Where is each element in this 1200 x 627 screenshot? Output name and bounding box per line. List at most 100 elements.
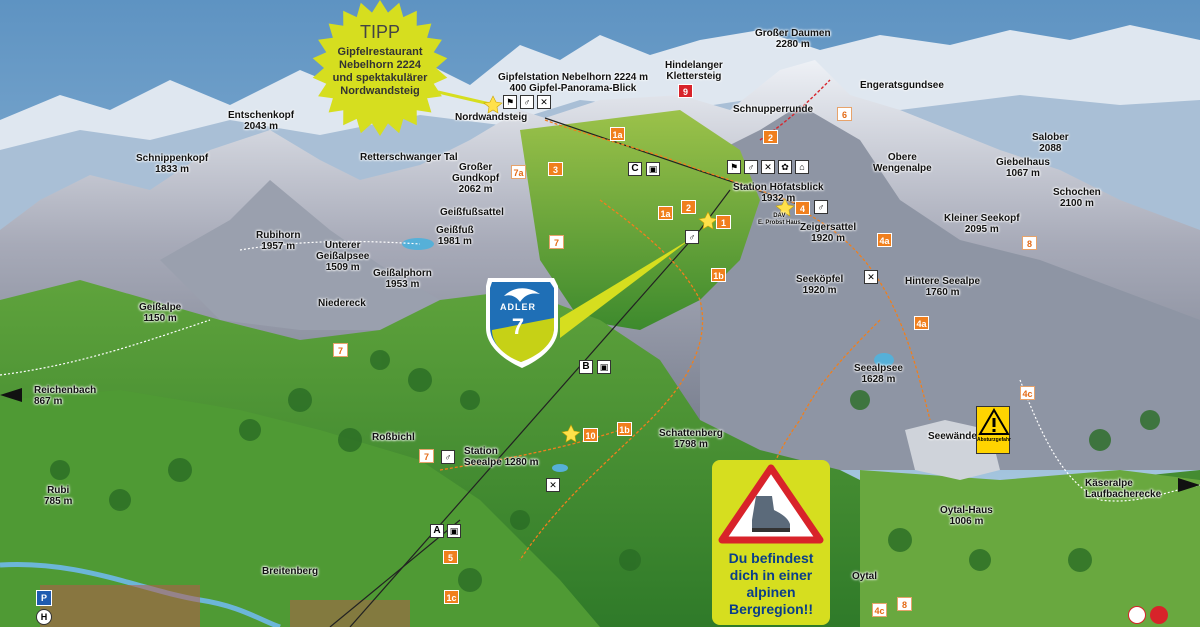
station-b-marker[interactable]: B [579, 360, 593, 374]
place-elevation: 1760 m [925, 287, 960, 298]
station-c-marker[interactable]: C [628, 162, 642, 176]
place-name: Schnupperrunde [733, 104, 814, 115]
label-rossbichl: Roßbichl [372, 432, 415, 443]
station-a-marker[interactable]: A [430, 524, 444, 538]
place-elevation: 2088 [1039, 143, 1062, 154]
trail-marker[interactable]: 1b [617, 422, 632, 436]
trail-marker[interactable]: 4a [914, 316, 929, 330]
trail-marker[interactable]: 7 [419, 449, 434, 463]
place-elevation: 2100 m [1059, 198, 1094, 209]
restaurant-icon: ✕ [864, 270, 878, 284]
label-retterschwanger: Retterschwanger Tal [360, 152, 458, 163]
place-elevation: 867 m [34, 396, 63, 407]
trail-marker[interactable]: 2 [763, 130, 778, 144]
place-name: Gipfelstation Nebelhorn 2224 m [498, 72, 649, 83]
trail-marker[interactable]: 9 [678, 84, 693, 98]
gondola-icon: ▣ [447, 524, 461, 538]
place-elevation: 1981 m [437, 236, 472, 247]
place-elevation: 1920 m [811, 233, 846, 244]
place-name: DAV [773, 213, 786, 219]
trail-marker[interactable]: 3 [548, 162, 563, 176]
adler-label: ADLER [500, 302, 536, 312]
place-name: Seealpsee [854, 363, 903, 374]
trail-marker[interactable]: 4c [1020, 386, 1035, 400]
warning-line: Bergregion!! [729, 601, 813, 617]
place-name: Engeratsgundsee [860, 80, 944, 91]
place-subname: Gundkopf [452, 173, 500, 184]
trail-marker[interactable]: 5 [443, 550, 458, 564]
place-name: Geißfuß [436, 225, 474, 236]
label-geissfusssattel: Geißfußsattel [440, 207, 504, 218]
trail-marker[interactable]: 1b [711, 268, 726, 282]
warning-line: alpinen [746, 584, 796, 600]
trail-marker[interactable]: 8 [1022, 236, 1037, 250]
place-name: Roßbichl [372, 432, 415, 443]
award-logo-icon [1128, 606, 1146, 624]
trail-marker[interactable]: 2 [681, 200, 696, 214]
tipp-line: und spektakulärer [332, 72, 428, 84]
place-name: Seewände [928, 431, 977, 442]
place-subname: E. Probst Haus [758, 220, 801, 226]
restaurant-icon: ✕ [761, 160, 775, 174]
warning-triangle-icon [978, 408, 1010, 435]
place-name: Reichenbach [34, 385, 97, 396]
hiking-boot-warning-icon [718, 464, 824, 544]
place-subname: 400 Gipfel-Panorama-Blick [509, 83, 637, 94]
place-name: Oytal [852, 571, 878, 582]
trail-marker[interactable]: 6 [837, 107, 852, 121]
trail-marker[interactable]: 4a [877, 233, 892, 247]
trail-marker[interactable]: 1a [610, 127, 625, 141]
place-elevation: 2095 m [964, 224, 999, 235]
trail-marker[interactable]: 1a [658, 206, 673, 220]
trail-marker[interactable]: 7a [511, 165, 526, 179]
place-elevation: 785 m [44, 496, 73, 507]
place-elevation: 1006 m [949, 516, 984, 527]
place-elevation: 1953 m [385, 279, 420, 290]
place-name: Breitenberg [262, 566, 319, 577]
place-elevation: 1920 m [802, 285, 837, 296]
place-name: Geißalphorn [373, 268, 432, 279]
toilet-icon: ♂ [814, 200, 828, 214]
trail-marker[interactable]: 8 [897, 597, 912, 611]
place-subname: Laufbacherecke [1085, 489, 1162, 500]
trail-marker[interactable]: 4c [872, 603, 887, 617]
restaurant-icon: ✕ [537, 95, 551, 109]
place-name: Giebelhaus [996, 157, 1050, 168]
trail-marker[interactable]: 7 [333, 343, 348, 357]
place-name: Geißalpe [139, 302, 182, 313]
place-name: Retterschwanger Tal [360, 152, 458, 163]
trail-marker[interactable]: 1c [444, 590, 459, 604]
toilet-icon: ♂ [685, 230, 699, 244]
alpine-warning-panel: Du befindest dich in einer alpinen Bergr… [712, 460, 830, 625]
toilet-icon: ♂ [744, 160, 758, 174]
tipp-text: Gipfelrestaurant Nebelhorn 2224 und spek… [300, 46, 460, 98]
place-name: Salober [1032, 132, 1069, 143]
toilet-icon: ♂ [441, 450, 455, 464]
adler-7-badge[interactable]: ADLER 7 [484, 272, 566, 370]
gondola-icon: ▣ [597, 360, 611, 374]
place-elevation: 1957 m [261, 241, 296, 252]
sign-text: Absturzgefahr [977, 437, 1011, 443]
trail-marker[interactable]: 10 [583, 428, 598, 442]
place-name: Kleiner Seekopf [944, 213, 1020, 224]
trail-marker[interactable]: 1 [716, 215, 731, 229]
trail-marker[interactable]: 4 [795, 201, 810, 215]
trail-marker[interactable]: 7 [549, 235, 564, 249]
parking-icon: P [36, 590, 52, 606]
